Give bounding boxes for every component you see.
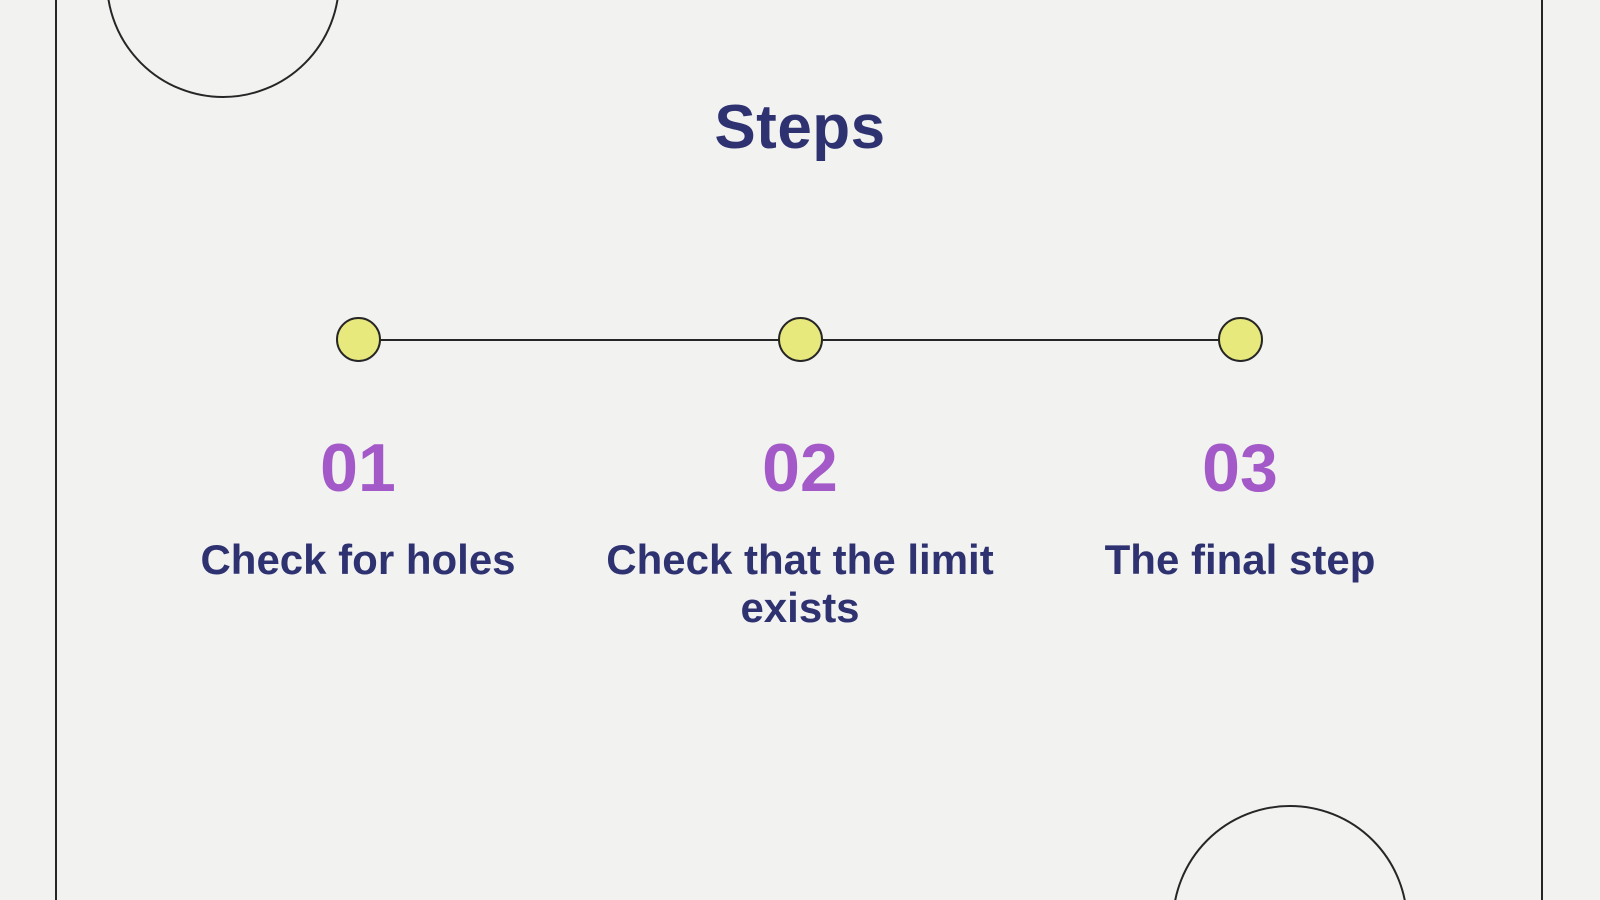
step-column-3: 03 The final step — [1020, 434, 1460, 584]
step-number: 03 — [1202, 430, 1278, 506]
right-edge-line — [1541, 0, 1543, 900]
timeline-dot-icon — [1218, 317, 1263, 362]
decorative-circle-bottom-right — [1172, 805, 1408, 900]
step-column-2: 02 Check that the limit exists — [580, 434, 1020, 633]
step-column-1: 01 Check for holes — [138, 434, 578, 584]
timeline-dot-icon — [336, 317, 381, 362]
step-label: The final step — [1104, 536, 1376, 583]
step-label: Check that the limit exists — [606, 536, 994, 632]
slide-title: Steps — [714, 93, 886, 162]
timeline-dot-icon — [778, 317, 823, 362]
step-label: Check for holes — [200, 536, 516, 583]
decorative-circle-top-left — [106, 0, 340, 98]
step-number: 02 — [762, 430, 838, 506]
step-number: 01 — [320, 430, 396, 506]
left-edge-line — [55, 0, 57, 900]
